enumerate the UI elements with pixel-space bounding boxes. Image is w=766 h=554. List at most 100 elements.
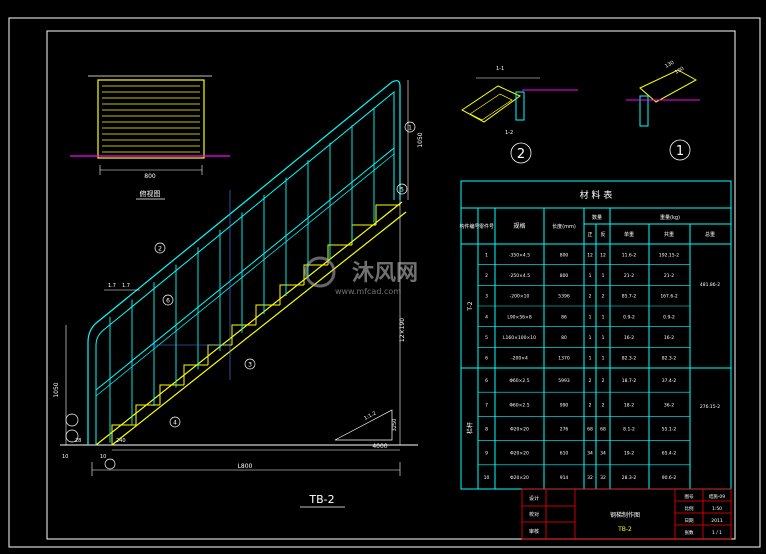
table-cell-spec: -250×4.5 [509, 273, 530, 279]
table-cell-a: 1 [589, 356, 592, 362]
tb-check: 校对 [529, 511, 539, 518]
table-cell-sum: 55.1-2 [662, 427, 677, 433]
table-cell-a: 1 [589, 273, 592, 279]
header-part-no: 零件号 [479, 223, 494, 230]
stair-elevation: 1050 1.7 1.7 1050 12×190 3250 1:1.2 L800… [53, 80, 424, 508]
stair-step [231, 324, 256, 345]
table-cell-a: 2 [589, 402, 592, 408]
table-cell-unit: 16-2 [624, 335, 634, 341]
table-cell-unit: 18.7-2 [622, 378, 637, 384]
table-cell-spec: L160×100×10 [503, 335, 536, 341]
table-cell-b: 2 [602, 294, 605, 300]
table-cell-sum: 167.6-2 [660, 294, 678, 300]
bottom-dim-b: 240 [116, 438, 126, 444]
table-cell-len: 610 [560, 451, 569, 457]
stair-step [375, 204, 400, 225]
table-cell-no: 3 [485, 294, 488, 300]
stair-step [327, 244, 352, 265]
header-weight-sum: 共重 [664, 231, 674, 238]
table-cell-no: 2 [485, 273, 488, 279]
tb-center-sub: TB-2 [617, 526, 632, 533]
table-cell-unit: 82.3-2 [622, 356, 637, 362]
tb-label-1: 图号 [685, 494, 694, 500]
table-cell-unit: 19-2 [624, 451, 634, 457]
watermark: 沐风网 www.mfcad.com [304, 256, 418, 296]
table-cell-spec: -200×10 [510, 294, 530, 300]
table-cell-sum: 36-2 [664, 402, 674, 408]
table-cell-a: 1 [589, 314, 592, 320]
header-component: 构件编号 [459, 223, 479, 230]
header-weight-total: 总重 [705, 231, 715, 238]
stair-step [351, 224, 376, 245]
header-weight: 重量(kg) [660, 214, 680, 221]
header-weight-unit: 单重 [624, 231, 634, 238]
group-1-label: T-2 [467, 301, 474, 311]
table-cell-spec: L90×56×8 [507, 314, 532, 320]
table-cell-sum: 192.15-2 [659, 252, 679, 258]
height-dim: 1050 [417, 132, 424, 147]
node-label-1: 1 [408, 125, 412, 132]
left-dim-a: 1.7 [108, 283, 116, 289]
tb-center-title: 钢梯制作图 [610, 511, 640, 519]
tb-label-3: 日期 [685, 518, 694, 524]
inner-frame [46, 30, 736, 540]
left-dim-b: 1.7 [122, 283, 130, 289]
table-cell-no: 1 [485, 252, 488, 258]
table-title: 材 料 表 [580, 189, 613, 201]
table-cell-b: 12 [600, 252, 606, 258]
table-cell-spec: Φ60×2.5 [509, 378, 529, 384]
table-cell-len: 276 [560, 427, 569, 433]
table-cell-b: 1 [602, 273, 605, 279]
tb-label-4: 张数 [685, 529, 694, 536]
section-label-2: 2 [517, 147, 525, 162]
table-cell-a: 12 [587, 252, 593, 258]
table-cell-sum: 90.6-2 [662, 475, 677, 481]
stair-step [159, 384, 184, 405]
run-length: 4000 [372, 443, 387, 450]
tb-value-4: 1 / 1 [712, 530, 722, 536]
materials-table-text: 材 料 表 构件编号 零件号 规格 长度(mm) 数量 正 反 重量(kg) 单… [459, 189, 720, 481]
table-cell-a: 68 [587, 427, 593, 433]
table-cell-sum: 21-2 [664, 273, 674, 279]
table-cell-len: 5396 [558, 294, 570, 300]
section-detail-2: 1-1 1-2 2 [461, 66, 578, 164]
watermark-url: www.mfcad.com [335, 287, 401, 296]
bottom-dim-c: 10 [62, 454, 68, 460]
table-cell-b: 1 [602, 314, 605, 320]
table-cell-unit: 85.7-2 [622, 294, 637, 300]
table-cell-unit: 18-2 [624, 402, 634, 408]
table-cell-spec: Φ20×20 [510, 427, 529, 433]
table-cell-len: 1370 [558, 356, 570, 362]
node-label-5: 5 [400, 187, 404, 194]
stair-step [183, 364, 208, 385]
table-cell-spec: Φ60×2.5 [509, 402, 529, 408]
section-cut-b: 1-2 [505, 130, 513, 136]
stair-height-dim: 12×190 [399, 318, 406, 342]
stair-step [303, 264, 328, 285]
table-cell-sum: 82.3-2 [662, 356, 677, 362]
tb-value-1: 结施-09 [709, 493, 725, 500]
header-qty: 数量 [592, 214, 602, 221]
bottom-dim-a: 28 [75, 438, 81, 444]
table-cell-sum: 16-2 [664, 335, 674, 341]
table-cell-len: 86 [561, 314, 567, 320]
section-detail-1: 130 100 1 [626, 60, 700, 161]
header-qty-b: 反 [600, 231, 605, 238]
slope-text: 1:1.2 [363, 410, 377, 421]
node-label-4: 4 [173, 420, 177, 427]
table-cell-spec: Φ20×20 [510, 451, 529, 457]
table-cell-len: 5993 [558, 378, 570, 384]
rail-height-dim: 1050 [53, 382, 60, 397]
node-label-6: 6 [166, 298, 170, 305]
section-cut-a: 1-1 [496, 66, 504, 72]
plan-label: 俯视图 [140, 189, 161, 198]
stair-step [255, 304, 280, 325]
title-block: 设计 校对 审核 钢梯制作图 TB-2 图号 比例 日期 张数 结施-09 1:… [521, 488, 732, 540]
table-cell-a: 1 [589, 335, 592, 341]
stair-step [111, 424, 136, 445]
table-cell-a: 2 [589, 294, 592, 300]
table-cell-sum: 0.9-2 [663, 314, 675, 320]
table-cell-sum: 65.4-2 [662, 451, 677, 457]
table-cell-unit: 8.1-2 [623, 427, 635, 433]
plan-view: 800 俯视图 [70, 75, 230, 200]
